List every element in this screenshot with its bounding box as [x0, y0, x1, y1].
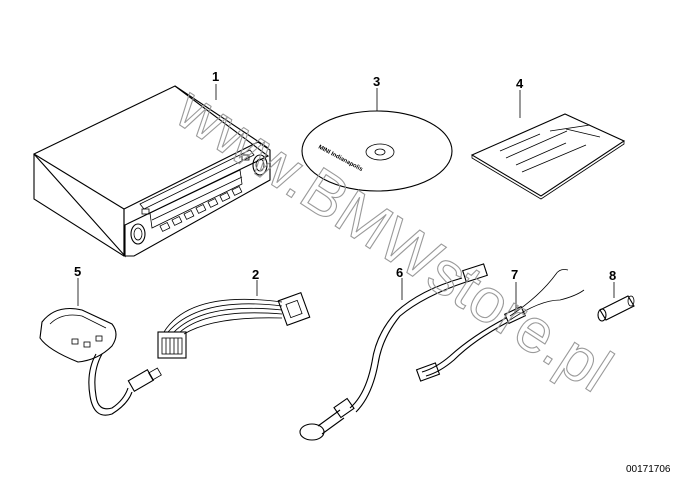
wiring-adapter [157, 291, 311, 359]
watermark: www.BMWstore.pl [164, 73, 624, 405]
sleeve [597, 295, 635, 322]
radio-unit [33, 85, 271, 258]
instruction-booklet [470, 113, 626, 200]
callout-5: 5 [74, 264, 81, 279]
antenna-cable [299, 263, 489, 441]
callout-6: 6 [396, 265, 403, 280]
leader-lines [77, 84, 615, 312]
callout-2: 2 [252, 267, 259, 282]
diagram-number: 00171706 [626, 464, 671, 475]
callout-3: 3 [373, 74, 380, 89]
callout-8: 8 [609, 268, 616, 283]
callout-1: 1 [212, 69, 219, 84]
antenna-module [39, 307, 162, 416]
callout-4: 4 [516, 76, 524, 91]
y-cable [415, 269, 585, 382]
callout-7: 7 [511, 267, 518, 282]
